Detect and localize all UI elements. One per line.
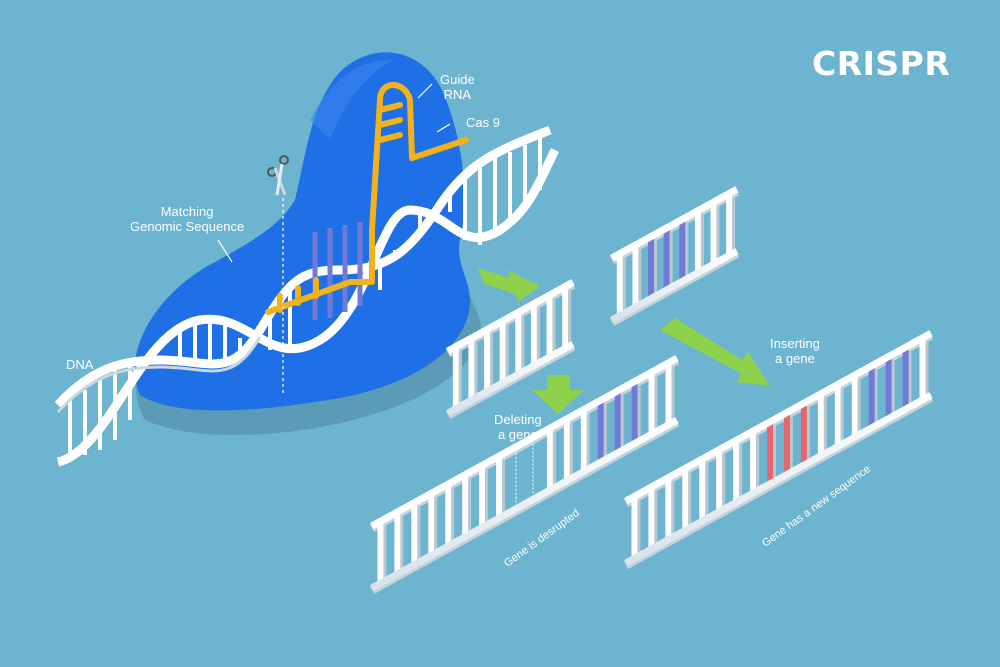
scissors-icon [267, 155, 289, 395]
cas9-protein [134, 52, 482, 436]
dna-helix [54, 125, 560, 467]
guide-rna [265, 82, 469, 315]
arrow-to-inserting [660, 318, 770, 386]
ladder-target [609, 186, 740, 326]
cas9-label: Cas 9 [466, 115, 500, 130]
arrows [478, 268, 770, 414]
arrow-to-deleting [532, 375, 584, 414]
guide-rna-label: Guide RNA [440, 72, 475, 102]
ladder-deleted [369, 355, 680, 594]
matching-sequence-segment [312, 222, 363, 320]
inserting-gene-label: Inserting a gene [770, 336, 820, 366]
dna-ladders [369, 186, 934, 594]
arrow-to-cut [478, 268, 540, 302]
page-title: CRISPR [812, 44, 951, 83]
ladder-inserted [623, 330, 934, 569]
deleting-gene-label: Deleting a gene [494, 412, 542, 442]
matching-sequence-label: Matching Genomic Sequence [130, 204, 245, 234]
ladder-cut [445, 279, 576, 419]
dna-label: DNA [66, 357, 94, 372]
label-leaders [217, 83, 451, 263]
